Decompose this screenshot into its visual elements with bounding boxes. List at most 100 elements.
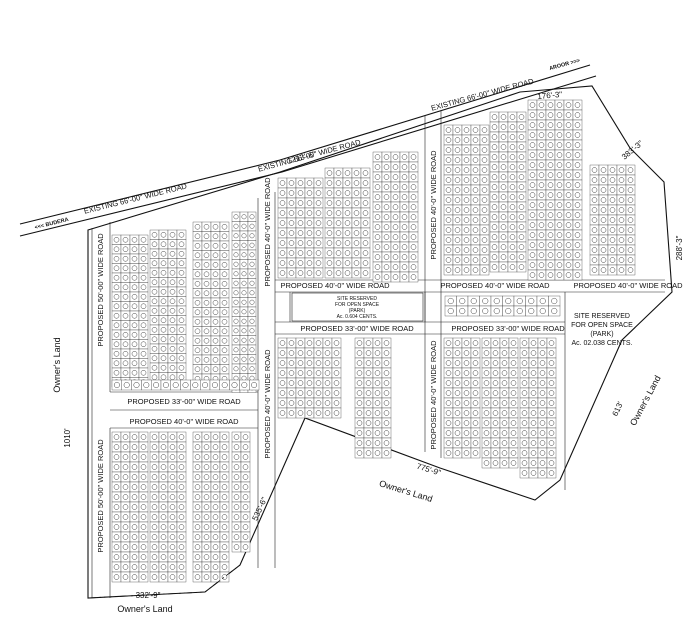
plot (120, 282, 131, 293)
plot (498, 231, 509, 243)
plot (381, 171, 392, 183)
plot-marker (122, 341, 129, 348)
plot-marker (410, 244, 417, 250)
plot-marker (122, 293, 129, 300)
plot-marker (529, 242, 536, 248)
plot (467, 295, 480, 307)
plot (363, 387, 374, 399)
plot (470, 427, 481, 439)
plot-marker (482, 297, 489, 305)
plot-marker (401, 244, 408, 250)
plot (219, 501, 230, 513)
plot-marker (483, 400, 490, 406)
plot (277, 247, 288, 259)
plot-marker (169, 554, 176, 560)
plot (239, 316, 249, 327)
plot-marker (233, 242, 239, 248)
plot-marker (481, 247, 488, 253)
plot (351, 247, 362, 259)
plot-marker (509, 214, 516, 220)
plot (201, 326, 212, 337)
plot (381, 261, 392, 273)
plot-marker (212, 280, 219, 287)
plot-marker (169, 326, 176, 333)
plot (210, 269, 221, 280)
plot (490, 347, 501, 359)
plot (286, 407, 297, 419)
plot (443, 134, 454, 146)
plot (277, 197, 288, 209)
plot-marker (315, 410, 322, 416)
plot-marker (113, 382, 120, 388)
plot-marker (211, 382, 218, 388)
plot (304, 377, 315, 389)
plot (527, 139, 538, 151)
plot (519, 397, 530, 409)
plot-marker (618, 247, 625, 253)
plot-marker (203, 223, 210, 230)
plot (286, 247, 297, 259)
plot (498, 261, 509, 273)
plot (138, 339, 149, 350)
plot-marker (547, 132, 554, 138)
plot (508, 367, 519, 379)
plot (219, 471, 230, 483)
plot-marker (538, 182, 545, 188)
plot (499, 377, 510, 389)
plot-marker (122, 236, 129, 243)
plot (129, 348, 140, 359)
plot (536, 109, 547, 121)
plot-marker (500, 134, 507, 140)
plot (111, 244, 122, 255)
plot (479, 194, 490, 206)
plot-marker (445, 390, 452, 396)
plot (528, 437, 539, 449)
plot-marker (627, 237, 634, 243)
plot-marker (401, 254, 408, 260)
plot (508, 397, 519, 409)
plot (519, 357, 530, 369)
plot (490, 427, 501, 439)
plot (231, 461, 242, 473)
plot-marker (556, 202, 563, 208)
plot-marker (194, 309, 201, 316)
plot (176, 229, 187, 240)
plot (192, 269, 203, 280)
plot (452, 164, 463, 176)
plot (201, 345, 212, 356)
plot-marker (241, 223, 247, 229)
plot-marker (333, 370, 340, 376)
plot (219, 288, 230, 299)
plot-marker (538, 102, 545, 108)
plot (167, 431, 178, 443)
park-small-line2: FOR OPEN SPACE (335, 302, 380, 308)
plot-marker (445, 137, 452, 143)
plot (190, 379, 201, 391)
plot (528, 457, 539, 469)
plot-marker (510, 380, 517, 386)
plot-marker (233, 434, 240, 440)
plot (247, 306, 257, 317)
plot (360, 217, 371, 229)
plot-marker (501, 370, 508, 376)
plot-marker (288, 410, 295, 416)
plot-marker (538, 132, 545, 138)
plot (554, 149, 565, 161)
plot-marker (500, 144, 507, 150)
plot (286, 367, 297, 379)
plot-marker (203, 299, 210, 306)
plot (286, 217, 297, 229)
plot-marker (374, 184, 381, 190)
plot (158, 481, 169, 493)
plot-marker (529, 172, 536, 178)
plot (354, 347, 365, 359)
plot (192, 511, 203, 523)
plot-marker (315, 340, 322, 346)
plot (481, 457, 492, 469)
plot (452, 397, 463, 409)
plot-marker (463, 127, 470, 133)
plot-marker (491, 244, 498, 250)
plot-marker (574, 252, 581, 258)
plot-marker (160, 345, 167, 352)
plot-marker (463, 147, 470, 153)
